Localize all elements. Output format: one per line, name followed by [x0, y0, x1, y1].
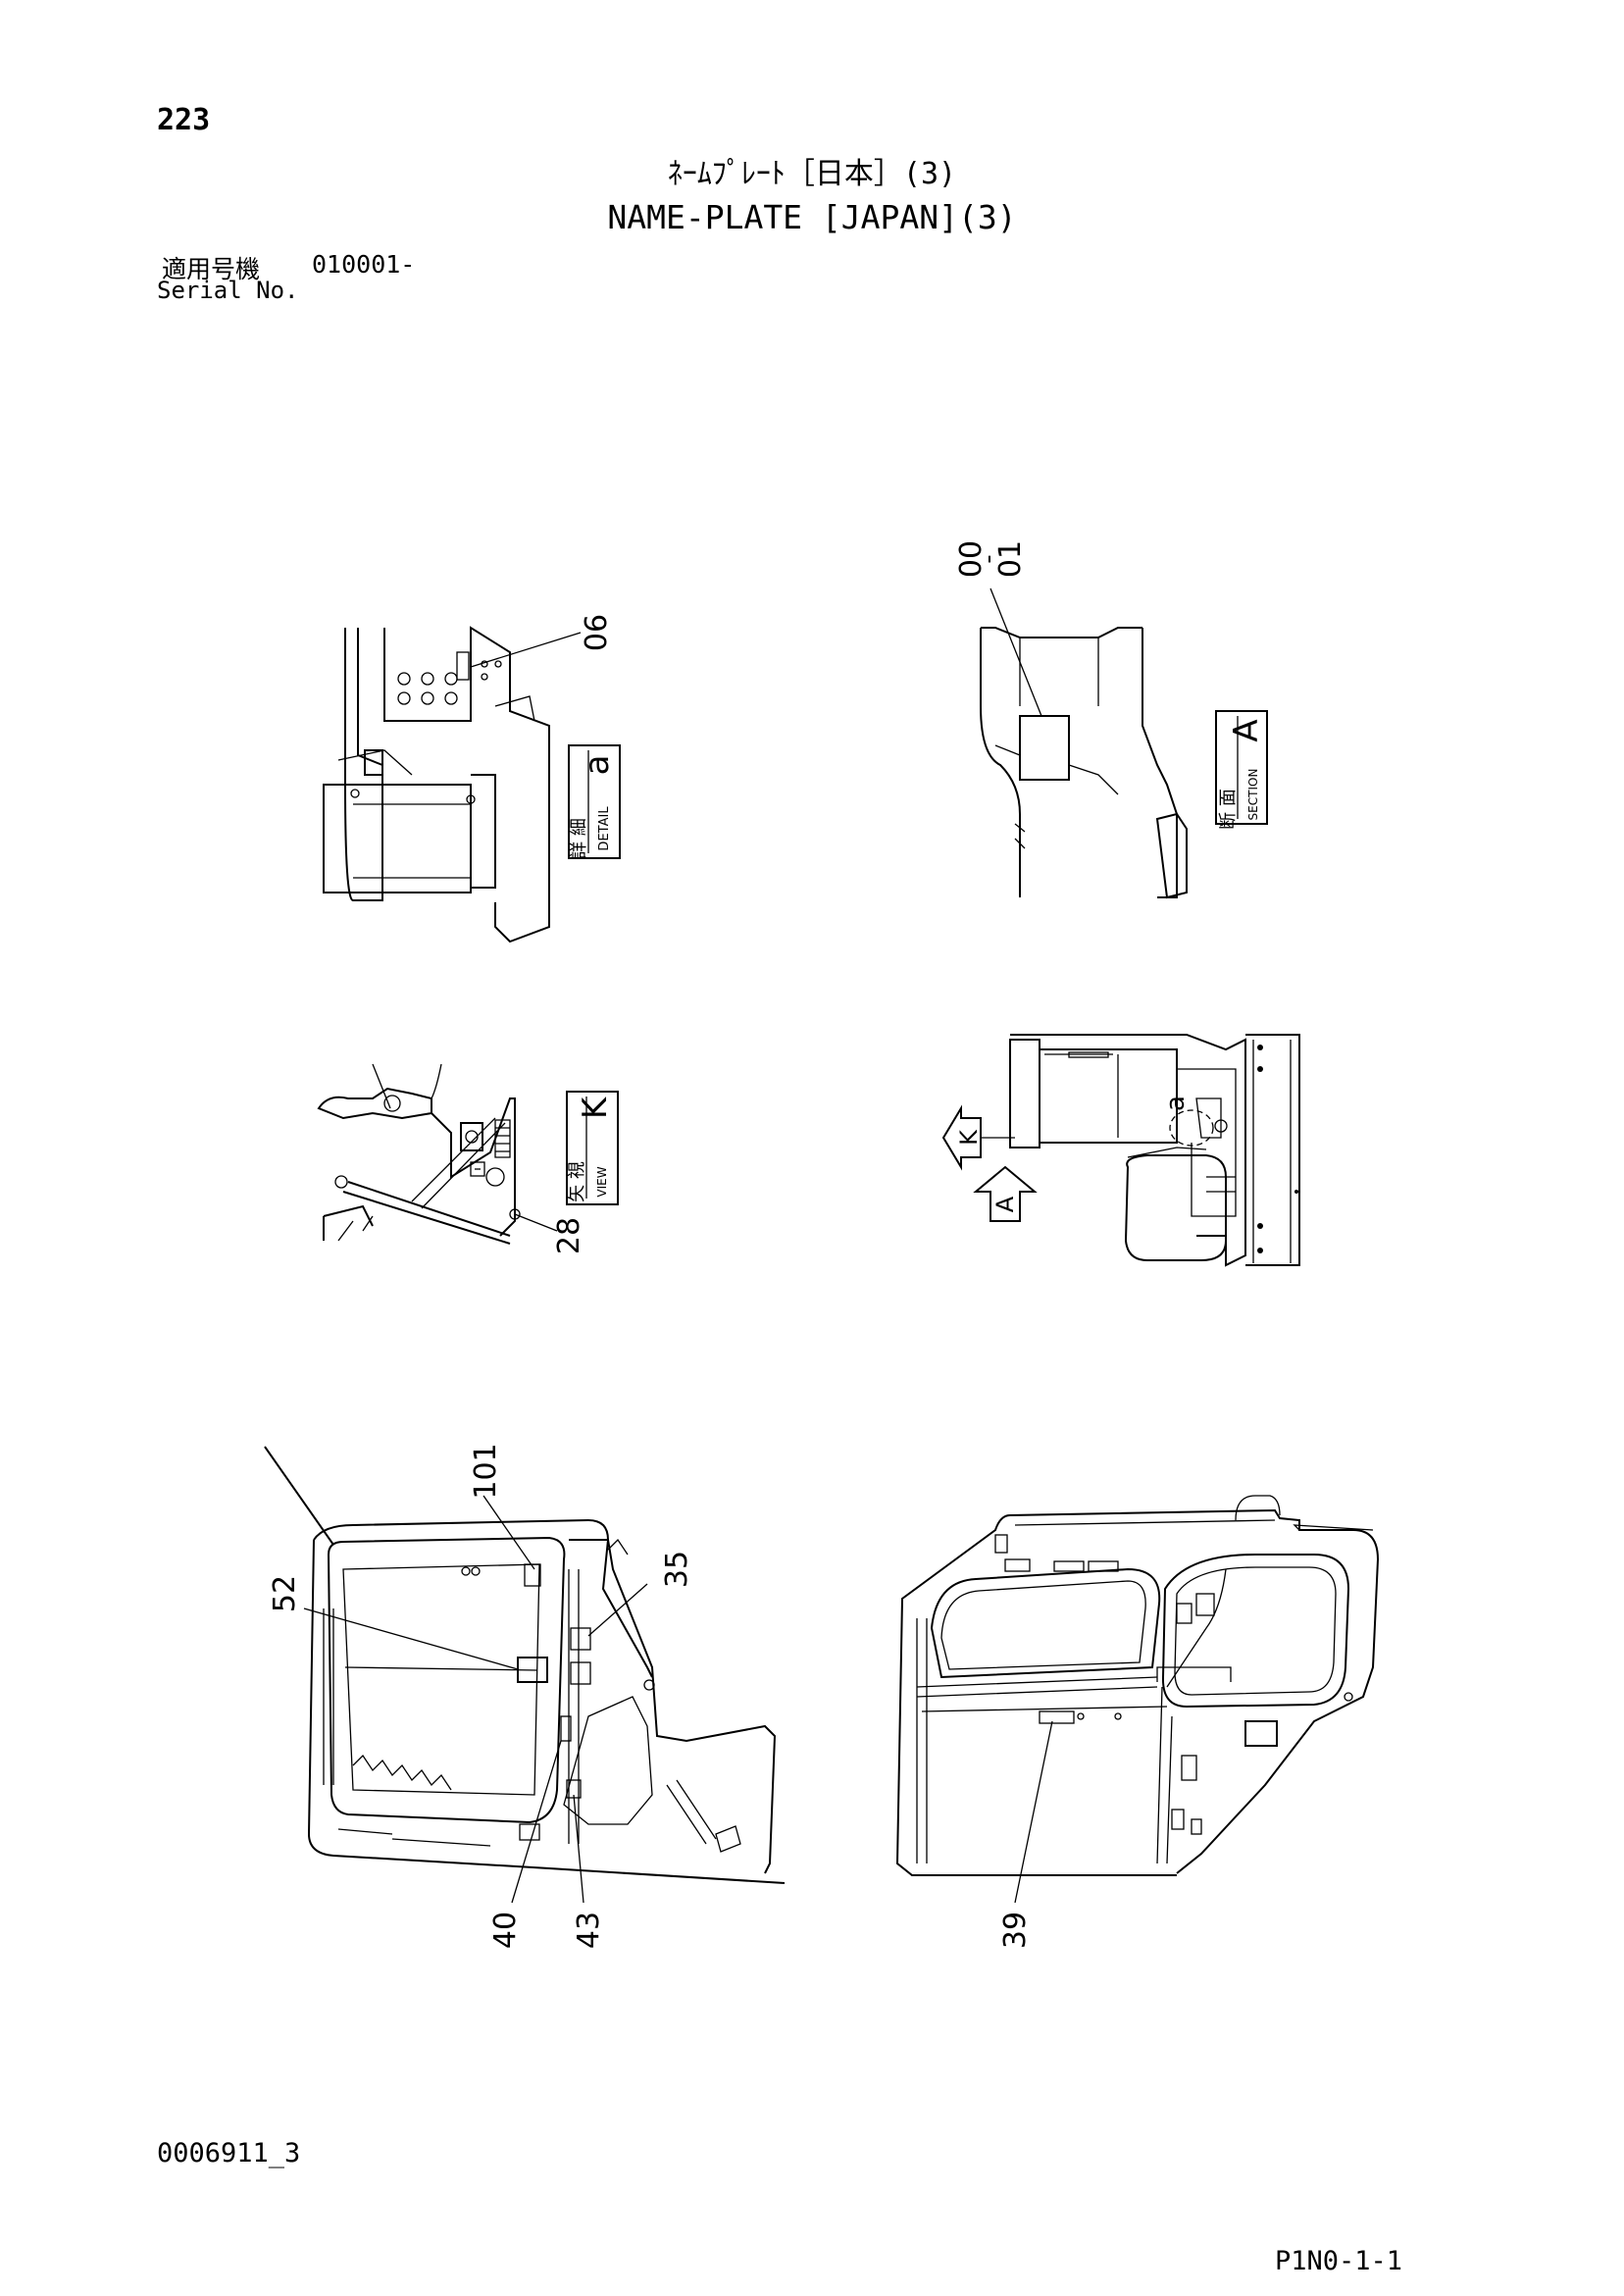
callout-06: 06 [580, 614, 614, 651]
callout-01: 01 [993, 540, 1028, 578]
page-number: 223 [157, 103, 211, 137]
callout-00: 00 [954, 540, 989, 578]
cab-right-figure: 39 [895, 1495, 1380, 1949]
view-k-figure: 28 K 矢 視 VIEW [317, 1063, 619, 1254]
document-id: 0006911_3 [157, 2138, 301, 2168]
detail-a-label-en: DETAIL [597, 806, 612, 851]
plan-detail-a-letter: a [1161, 1096, 1191, 1111]
callout-101: 101 [469, 1443, 503, 1499]
callout-28: 28 [552, 1217, 586, 1254]
serial-value: 010001- [312, 250, 416, 279]
view-k-label-jp: 矢 視 [567, 1161, 587, 1202]
page-title-en: NAME-PLATE [JAPAN](3) [607, 198, 1017, 236]
detail-a-label-jp: 詳 細 [569, 818, 589, 859]
section-a-label-en: SECTION [1246, 769, 1260, 821]
section-a-letter: A [1227, 719, 1266, 741]
callout-dash: - [974, 554, 1003, 563]
callout-52: 52 [268, 1575, 302, 1612]
cab-left-figure: 101 52 35 40 43 [264, 1443, 786, 1949]
page-code: P1N0-1-1 [1275, 2246, 1403, 2276]
callout-40: 40 [488, 1912, 523, 1949]
plan-arrow-k-letter: K [955, 1129, 983, 1146]
section-a-figure: 00 - 01 A 断 面 SECTION [954, 540, 1268, 899]
serial-label-en: Serial No. [157, 277, 299, 304]
plan-arrow-a-letter: A [991, 1196, 1019, 1212]
section-a-label-jp: 断 面 [1218, 789, 1239, 830]
plan-view-figure: K A a [941, 1034, 1300, 1267]
detail-a-figure: 06 a 詳 細 DETAIL [323, 614, 621, 944]
serial-label-jp: 適用号機 [162, 255, 261, 283]
callout-43: 43 [572, 1912, 606, 1949]
view-k-label-en: VIEW [595, 1166, 609, 1197]
detail-a-letter: a [578, 755, 617, 776]
view-k-letter: K [576, 1096, 615, 1119]
callout-39: 39 [998, 1912, 1033, 1949]
page-title-jp: ﾈｰﾑﾌﾟﾚｰﾄ［日本］(3) [667, 157, 957, 191]
callout-35: 35 [660, 1551, 694, 1588]
